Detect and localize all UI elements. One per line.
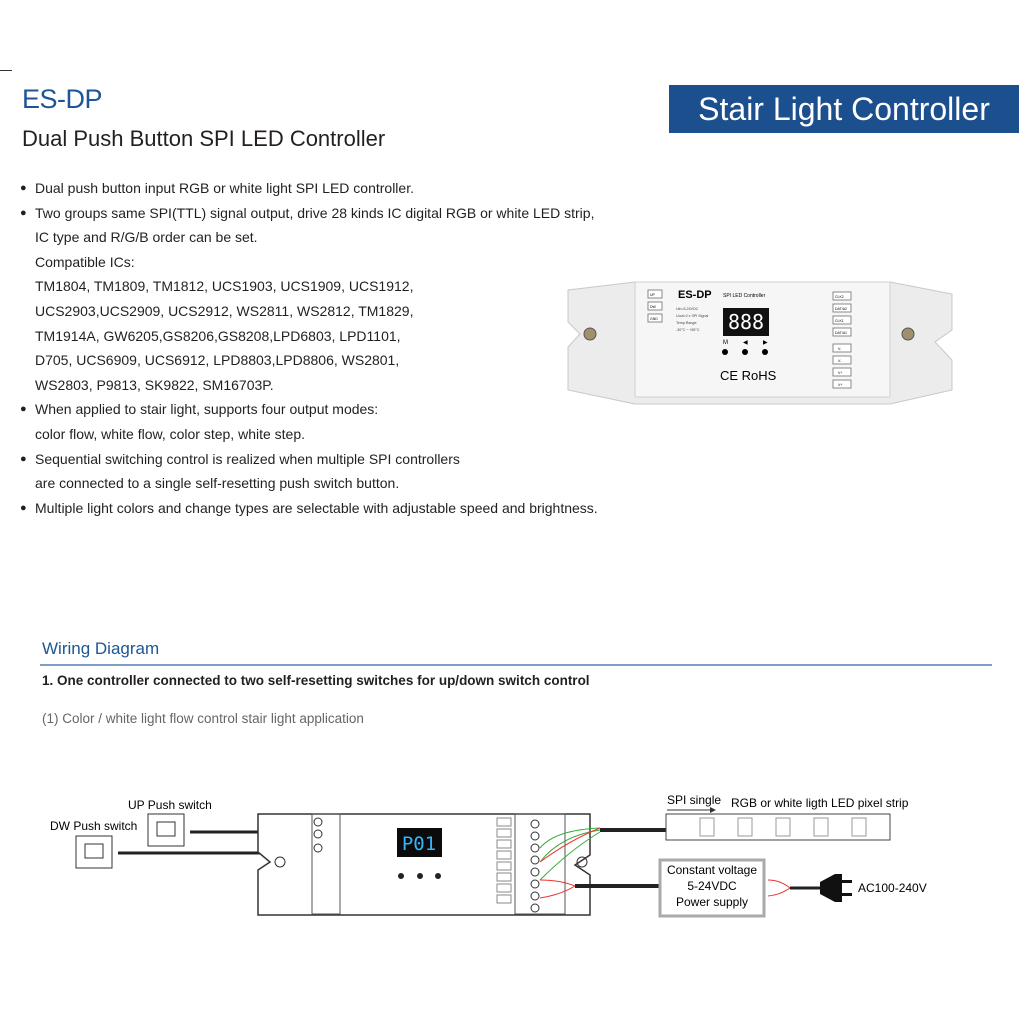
- feature-text: IC type and R/G/B order can be set.: [35, 229, 258, 246]
- input-terminal: GND: [650, 317, 658, 321]
- spec-text: -30°C ~ +55°C: [676, 328, 700, 332]
- feature-text: TM1804, TM1809, TM1812, UCS1903, UCS1909…: [35, 278, 414, 295]
- psu-label-line: Power supply: [676, 895, 748, 909]
- bullet-icon: ●: [20, 182, 27, 194]
- output-terminal: DAT/A1: [835, 331, 847, 335]
- button-label: ◀: [743, 340, 748, 346]
- power-terminal: V-: [838, 347, 842, 351]
- controller-diagram: P01: [257, 813, 591, 916]
- arrow-icon: [710, 807, 716, 813]
- screw-icon: [901, 327, 915, 341]
- up-switch-label: UP Push switch: [128, 798, 212, 812]
- feature-text: D705, UCS6909, UCS6912, LPD8803,LPD8806,…: [35, 352, 400, 369]
- diagram-display: P01: [402, 833, 436, 855]
- feature-item: ● When applied to stair light, supports f…: [20, 397, 620, 446]
- product-subtitle: Dual Push Button SPI LED Controller: [22, 126, 386, 151]
- spec-text: Temp.Range:: [676, 321, 697, 325]
- spi-signal-label: SPI single: [667, 793, 721, 807]
- output-terminal: CLK1: [835, 319, 844, 323]
- up-push-switch: [147, 813, 185, 847]
- feature-text: When applied to stair light, supports fo…: [35, 401, 379, 418]
- input-terminal: UP: [650, 293, 656, 297]
- feature-text: Dual push button input RGB or white ligh…: [35, 180, 414, 196]
- feature-text: Compatible ICs:: [35, 253, 135, 270]
- feature-text: TM1914A, GW6205,GS8206,GS8208,LPD6803, L…: [35, 327, 401, 344]
- heading-divider: [40, 664, 992, 666]
- wiring-application: (1) Color / white light flow control sta…: [42, 711, 364, 726]
- button-label: ▶: [763, 340, 768, 346]
- feature-item: ● Multiple light colors and change types …: [20, 496, 620, 521]
- power-terminal: V-: [838, 359, 842, 363]
- ac-plug-icon: [820, 874, 852, 902]
- product-type-label: SPI LED Controller: [723, 293, 766, 299]
- spec-text: Uout=2 x SPI Signal: [676, 314, 708, 318]
- feature-text: Two groups same SPI(TTL) signal output, …: [35, 204, 595, 221]
- psu-label-line: 5-24VDC: [687, 879, 737, 893]
- feature-text: Sequential switching control is realized…: [35, 450, 460, 467]
- category-banner: Stair Light Controller: [669, 85, 1019, 133]
- wiring-diagram-heading: Wiring Diagram: [42, 639, 160, 658]
- button-label: M: [723, 340, 728, 346]
- bullet-icon: ●: [20, 403, 27, 416]
- certification-mark: CE RoHS: [720, 368, 777, 383]
- power-terminal: V+: [838, 371, 842, 375]
- wiring-diagram: UP Push switch DW Push switch P01 SPI si…: [50, 793, 927, 918]
- feature-item: ● Sequential switching control is realize…: [20, 447, 620, 496]
- input-terminal: DW: [650, 305, 657, 309]
- bullet-icon: ●: [20, 501, 27, 514]
- feature-text: WS2803, P9813, SK9822, SM16703P.: [35, 376, 274, 393]
- digit-display: 888: [728, 310, 764, 334]
- power-terminal: V+: [838, 383, 842, 387]
- psu-label-line: Constant voltage: [667, 863, 757, 877]
- wiring-step-title: 1. One controller connected to two self-…: [42, 673, 590, 688]
- feature-item: ● Two groups same SPI(TTL) signal output,…: [20, 201, 620, 398]
- device-button: [742, 349, 748, 355]
- power-supply: [658, 858, 766, 918]
- screw-icon: [583, 327, 597, 341]
- feature-text: are connected to a single self-resetting…: [35, 475, 400, 492]
- crop-mark: [0, 70, 12, 71]
- model-title: ES-DP: [22, 84, 103, 114]
- bullet-icon: ●: [20, 206, 27, 219]
- spec-text: Uin=5-24VDC: [676, 307, 699, 311]
- feature-text: UCS2903,UCS2909, UCS2912, WS2811, WS2812…: [35, 302, 414, 319]
- output-terminal: DAT/A2: [835, 307, 847, 311]
- dw-push-switch: [75, 835, 113, 869]
- device-button: [722, 349, 728, 355]
- feature-text: color flow, white flow, color step, whit…: [35, 425, 306, 442]
- output-terminal: CLK2: [835, 295, 844, 299]
- feature-text: Multiple light colors and change types a…: [35, 499, 598, 516]
- product-model-label: ES-DP: [678, 289, 712, 301]
- feature-list: ● Dual push button input RGB or white lig…: [20, 176, 620, 520]
- product-image: ES-DP SPI LED Controller Uin=5-24VDC Uout…: [567, 281, 953, 405]
- bullet-icon: ●: [20, 452, 27, 465]
- device-button: [762, 349, 768, 355]
- feature-item: ● Dual push button input RGB or white lig…: [20, 176, 620, 201]
- ac-input-label: AC100-240V: [858, 881, 927, 895]
- dw-switch-label: DW Push switch: [50, 819, 137, 833]
- led-strip-label: RGB or white ligth LED pixel strip: [731, 796, 909, 810]
